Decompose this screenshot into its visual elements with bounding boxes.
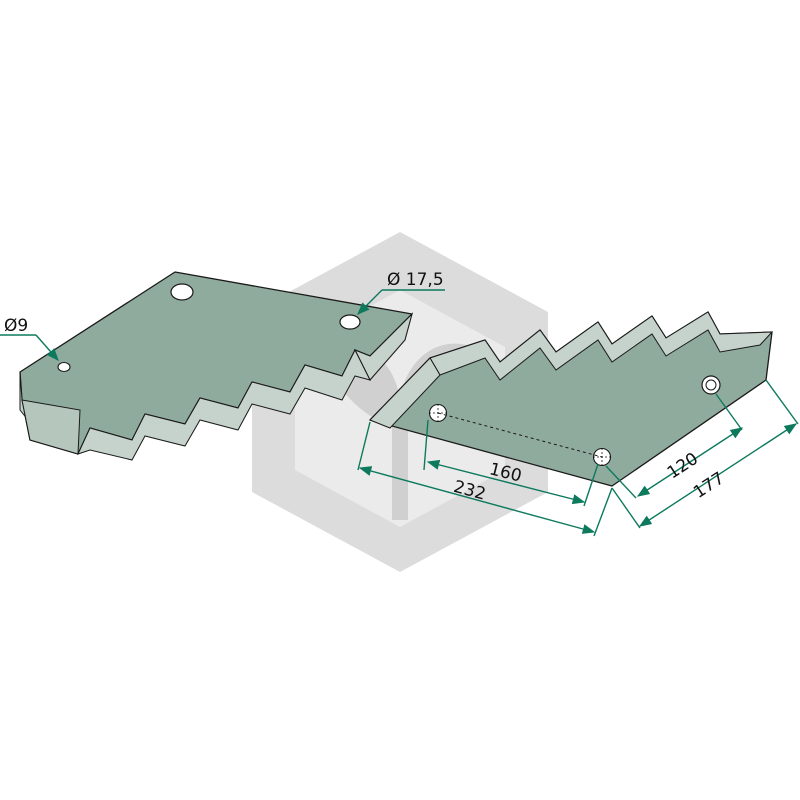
hole-large-label: Ø 17,5 xyxy=(387,270,444,290)
dimension-lines xyxy=(0,289,799,537)
dim-177-label: 177 xyxy=(690,468,728,502)
left-blade xyxy=(19,271,414,461)
large-hole-icon xyxy=(339,314,361,330)
bolt-hole-icon xyxy=(701,375,721,395)
hole-small-label: Ø9 xyxy=(4,316,28,336)
small-hole-icon xyxy=(57,361,71,373)
large-hole-icon xyxy=(170,283,194,301)
dim-120-label: 120 xyxy=(664,449,702,483)
